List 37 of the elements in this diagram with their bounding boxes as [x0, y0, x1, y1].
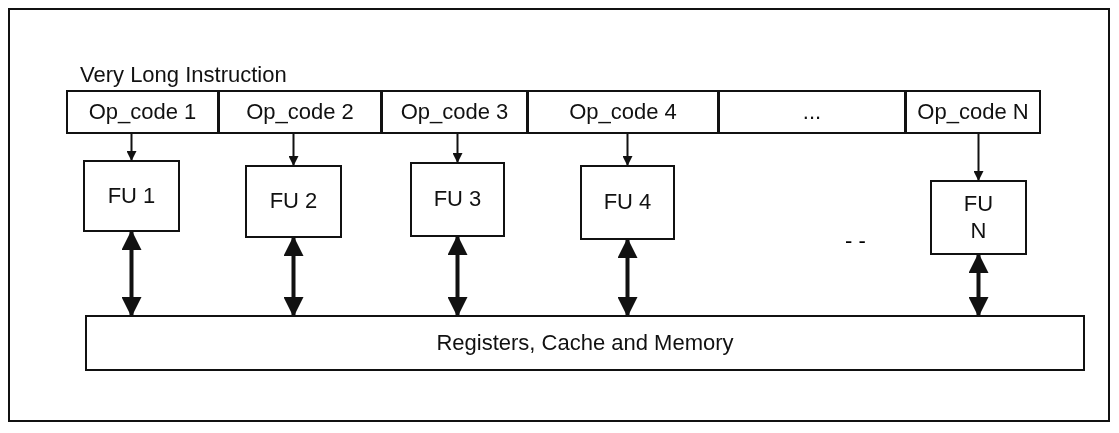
arrow: [126, 133, 137, 161]
node-label: Registers, Cache and Memory: [436, 329, 734, 357]
arrow: [452, 133, 463, 163]
arrow: [617, 238, 638, 317]
functional-unit-box: [245, 165, 342, 238]
opcode-cell: [218, 90, 382, 134]
arrow: [968, 253, 989, 317]
functional-unit-box: [410, 162, 505, 237]
opcode-cell: [527, 90, 719, 134]
node-label: FU 1: [107, 182, 156, 210]
node-label: FU 3: [433, 186, 482, 213]
node-label: Op_code 2: [246, 98, 354, 126]
functional-unit-box: [930, 180, 1027, 255]
functional-unit-box: [83, 160, 180, 232]
ellipsis-text: - -: [845, 228, 866, 254]
node-label: Op_code 1: [88, 98, 197, 126]
node-label: Op_code 3: [400, 98, 509, 126]
diagram-frame: [8, 8, 1110, 422]
node-label: ...: [802, 98, 822, 126]
arrow: [288, 133, 299, 166]
node-label: Op_code 4: [569, 98, 677, 126]
node-label: FU 4: [603, 189, 652, 216]
arrow: [283, 236, 304, 317]
opcode-cell: [905, 90, 1041, 134]
node-label: FU N: [962, 191, 995, 244]
arrow: [973, 133, 984, 181]
node-label: Op_code N: [917, 98, 1029, 126]
arrow: [447, 235, 468, 317]
arrow: [121, 230, 142, 317]
functional-unit-box: [580, 165, 675, 240]
memory-box: [85, 315, 1085, 371]
frame-heading: Very Long Instruction: [80, 62, 287, 89]
opcode-cell: [66, 90, 219, 134]
arrow: [622, 133, 633, 166]
opcode-cell: [718, 90, 906, 134]
opcode-cell: [381, 90, 528, 134]
node-label: FU 2: [269, 188, 318, 215]
